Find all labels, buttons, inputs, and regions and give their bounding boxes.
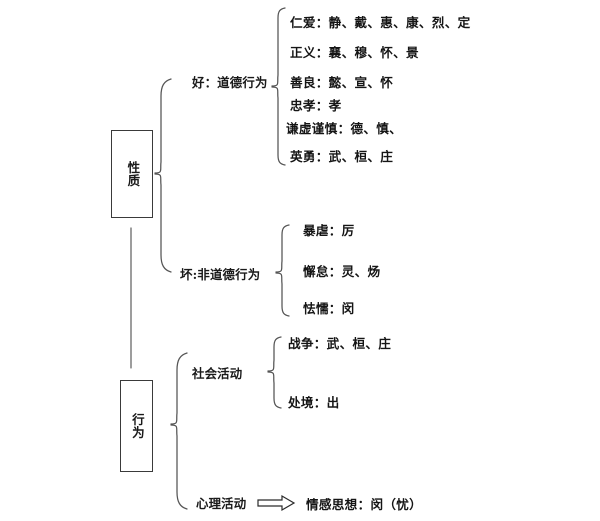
leaf-hao-5[interactable]: 英勇：武、桓、庄 — [290, 149, 394, 164]
brace-hao-bottom — [271, 86, 286, 166]
brace-hao-top — [271, 7, 286, 87]
brace-huai-top — [275, 224, 290, 273]
leaf-huai-2[interactable]: 怯懦：闵 — [303, 301, 355, 316]
brace-xingwei-top — [170, 352, 188, 425]
brace-xingwei-bottom — [170, 424, 188, 510]
double-arrow-icon — [257, 494, 296, 512]
brace-huai-bottom — [275, 272, 290, 317]
leaf-hao-1[interactable]: 正义：襄、穆、怀、景 — [290, 45, 419, 60]
leaf-hao-4[interactable]: 谦虚谨慎：德、慎、 — [286, 121, 403, 136]
branch-label-huai[interactable]: 坏:非道德行为 — [180, 267, 261, 282]
node-box-xingwei[interactable]: 行为 — [120, 380, 153, 472]
brace-shehui-bottom — [267, 371, 282, 409]
brace-shehui-top — [267, 336, 282, 372]
branch-label-xinli[interactable]: 心理活动 — [196, 496, 247, 511]
brace-xingzhi-top — [154, 78, 172, 174]
leaf-shehui-0[interactable]: 战争：武、桓、庄 — [288, 336, 392, 351]
node-box-xingzhi[interactable]: 性质 — [111, 130, 153, 218]
leaf-huai-1[interactable]: 懈怠：灵、炀 — [303, 264, 381, 279]
node-box-xingwei-label: 行为 — [129, 413, 145, 439]
leaf-xinli-0[interactable]: 情感思想：闵（忧） — [306, 497, 423, 512]
node-box-xingzhi-label: 性质 — [125, 161, 141, 187]
leaf-shehui-1[interactable]: 处境：出 — [288, 395, 340, 410]
branch-label-shehui[interactable]: 社会活动 — [192, 366, 243, 381]
leaf-hao-2[interactable]: 善良：懿、宣、怀 — [290, 75, 394, 90]
leaf-hao-0[interactable]: 仁爱：静、戴、惠、康、烈、定 — [290, 15, 471, 30]
leaf-hao-3[interactable]: 忠孝：孝 — [290, 98, 342, 113]
brace-xingzhi-bottom — [154, 173, 172, 273]
leaf-huai-0[interactable]: 暴虐：厉 — [303, 223, 355, 238]
branch-label-hao[interactable]: 好：道德行为 — [192, 75, 268, 90]
